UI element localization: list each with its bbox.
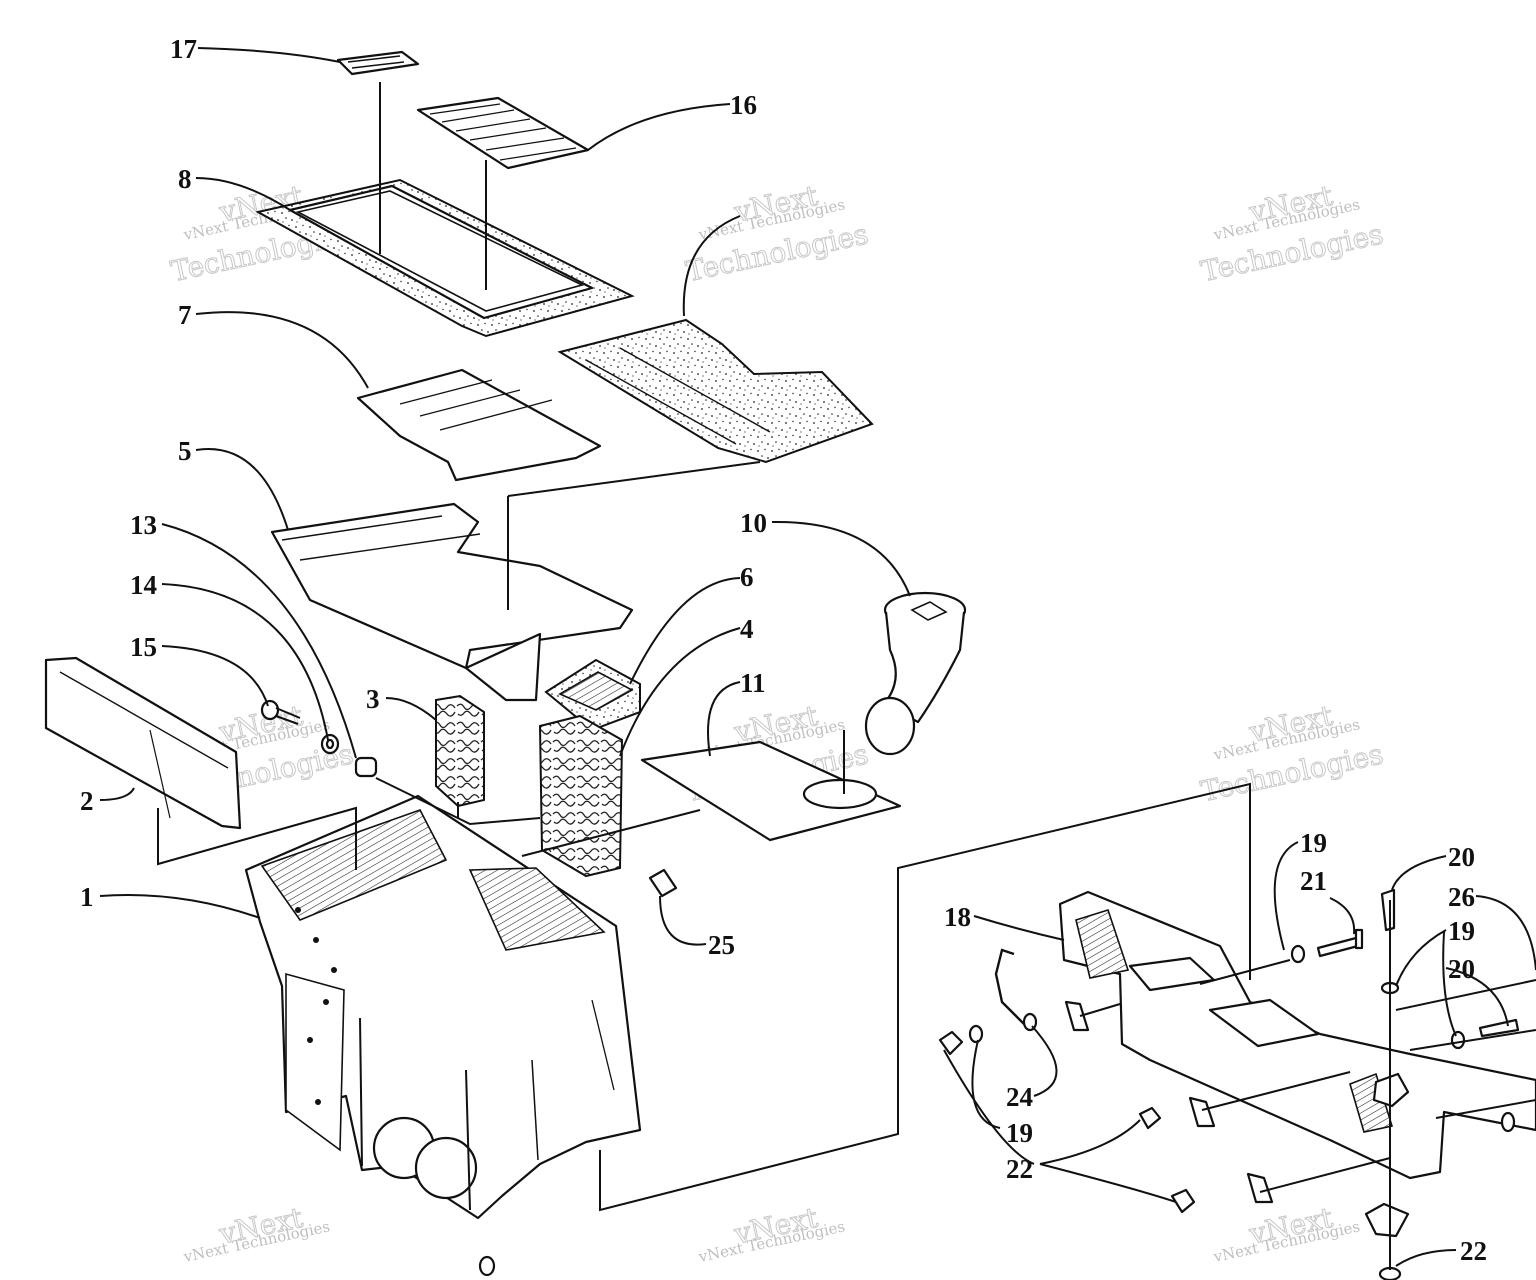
callout-label: 10 (740, 508, 767, 538)
callout-label: 19 (1300, 828, 1327, 858)
callout-label: 22 (1006, 1154, 1033, 1184)
callout-label: 2 (80, 786, 94, 816)
part-airbox-1 (244, 794, 642, 1220)
callout-label: 7 (178, 300, 192, 330)
callout-label: 5 (178, 436, 192, 466)
part-lid-frame-8 (255, 178, 635, 338)
part-side-panel-2 (44, 656, 242, 830)
callout-label: 11 (740, 668, 766, 698)
part-fitting-25 (648, 868, 678, 898)
part-sponge-3 (435, 694, 485, 808)
callout-label: 16 (730, 90, 757, 120)
callout-labels: 17 16 8 7 5 13 14 15 2 3 6 4 10 11 1 25 … (80, 34, 1487, 1266)
callout-label: 20 (1448, 842, 1475, 872)
leader-lines (99, 47, 1536, 1267)
part-label-16 (416, 96, 590, 170)
part-plate-11 (640, 740, 902, 842)
assembly-lines (157, 82, 1536, 1270)
callout-label: 4 (740, 614, 754, 644)
callout-label: 14 (130, 570, 157, 600)
callout-label: 19 (1006, 1118, 1033, 1148)
part-tray-7 (356, 368, 602, 482)
callout-label: 25 (708, 930, 735, 960)
part-washer-14 (320, 733, 340, 755)
watermark: vNext Technologies vNext (1211, 1200, 1361, 1266)
part-decal-17 (336, 50, 420, 76)
part-foam-pad (557, 318, 874, 464)
watermark: vNext Technologies vNext (181, 1200, 331, 1266)
watermark: vNext Technologies vNext Technologies (1197, 698, 1386, 808)
callout-label: 26 (1448, 882, 1475, 912)
callout-label: 8 (178, 164, 192, 194)
callout-label: 17 (170, 34, 197, 64)
callout-label: 19 (1448, 916, 1475, 946)
watermark: vNext Technologies vNext (696, 1200, 846, 1266)
callout-label: 1 (80, 882, 94, 912)
callout-label: 18 (944, 902, 971, 932)
callout-label: 22 (1460, 1236, 1487, 1266)
callout-label: 3 (366, 684, 380, 714)
callout-label: 6 (740, 562, 754, 592)
callout-label: 20 (1448, 954, 1475, 984)
part-foam-6 (544, 658, 641, 732)
part-screw-15 (260, 699, 301, 725)
part-console-18 (1058, 890, 1536, 1180)
watermark: vNext Technologies vNext Technologies (1197, 178, 1386, 288)
watermark: vNext Technologies vNext Technologies (682, 178, 871, 288)
part-grommet-13 (354, 756, 378, 778)
callout-label: 21 (1300, 866, 1327, 896)
callout-label: 13 (130, 510, 157, 540)
callout-label: 15 (130, 632, 157, 662)
part-sponge-4 (538, 714, 624, 878)
part-upper-box-5 (270, 502, 634, 702)
callout-label: 24 (1006, 1082, 1033, 1112)
part-intake-boot-10 (864, 591, 967, 756)
